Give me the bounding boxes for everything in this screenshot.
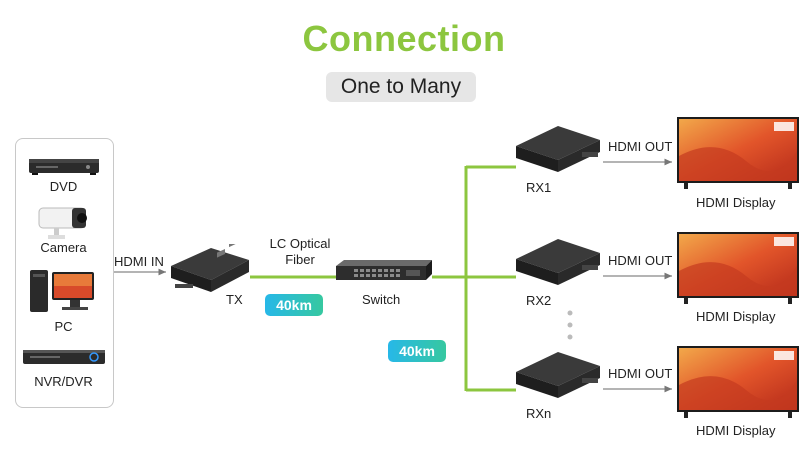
receiver-label-rxn: RXn [526, 406, 552, 421]
display-label-2: HDMI Display [696, 309, 776, 324]
receiver-rx1-icon [516, 126, 600, 172]
security-camera-icon [38, 207, 87, 239]
receiver-rxn-icon [516, 352, 600, 398]
switch-label: Switch [362, 292, 401, 307]
display-label-1: HDMI Display [696, 195, 776, 210]
fiber-label-line2: Fiber [285, 252, 315, 267]
source-label-nvr: NVR/DVR [34, 374, 93, 389]
distance-badge-rx: 40km [388, 340, 446, 362]
hdmi-out-label-rx2: HDMI OUT [608, 253, 673, 268]
page-title: Connection [302, 18, 506, 59]
desktop-pc-icon [30, 270, 94, 312]
hdmi-display-icon [677, 346, 799, 418]
receiver-rx2-icon [516, 239, 600, 285]
source-label-camera: Camera [40, 240, 87, 255]
source-label-pc: PC [54, 319, 73, 334]
receiver-label-rx2: RX2 [526, 293, 552, 308]
hdmi-display-icon [677, 232, 799, 304]
source-label-dvd: DVD [49, 179, 78, 194]
nvr-recorder-icon [23, 350, 105, 364]
display-label-3: HDMI Display [696, 423, 776, 438]
dvd-player-icon [29, 159, 99, 175]
hdmi-out-label-rxn: HDMI OUT [608, 366, 673, 381]
hdmi-out-label-rx1: HDMI OUT [608, 139, 673, 154]
receiver-label-rx1: RX1 [526, 180, 552, 195]
hdmi-in-label: HDMI IN [114, 254, 164, 269]
hdmi-display-icon [677, 117, 799, 189]
fiber-label-line1: LC Optical [269, 236, 331, 251]
tx-label: TX [226, 292, 243, 307]
subtitle-pill: One to Many [326, 72, 476, 102]
distance-badge-tx: 40km [265, 294, 323, 316]
extender-transmitter-icon [171, 244, 249, 292]
network-switch-icon [336, 260, 432, 280]
